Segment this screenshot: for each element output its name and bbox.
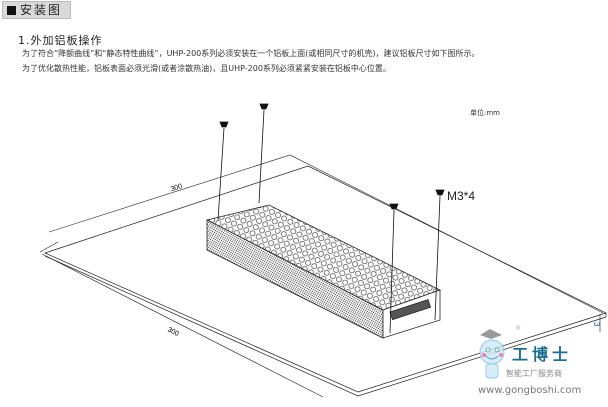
dimension-length-label: 300 [166, 326, 180, 338]
gongboshi-logo: ® [479, 325, 521, 379]
paragraph-1: 为了符合“降额曲线”和“静态特性曲线”，UHP-200系列必须安装在一个铝板上面… [22, 49, 480, 58]
square-bullet-icon [7, 5, 16, 15]
heading: 1.外加铝板操作 [18, 34, 103, 47]
paragraph-2: 为了优化散热性能，铝板表面必须光滑(或者涂散热油)，且UHP-200系列必须紧紧… [22, 64, 391, 73]
section-tab-label: 安装图 [20, 3, 63, 17]
power-supply-unit [205, 204, 442, 339]
registered-mark: ® [515, 325, 521, 332]
screws [217, 103, 445, 334]
watermark-slogan: 智能工厂服务商 [506, 368, 562, 378]
dimension-thickness-label: 3 [592, 322, 601, 327]
unit-label: 单位:mm [470, 108, 500, 117]
dimension-width-label: 300 [170, 183, 183, 193]
screw-icon [259, 103, 269, 110]
dimension-lines [39, 154, 604, 398]
watermark-url: www.gongboshi.com [478, 385, 581, 396]
screw-icon [219, 121, 229, 128]
screw-icon [435, 189, 445, 196]
section-tab: 安装图 [2, 1, 72, 19]
watermark-brand: 工博士 [512, 345, 572, 364]
screw-icon [389, 203, 399, 210]
screw-label: M3*4 [447, 189, 475, 203]
